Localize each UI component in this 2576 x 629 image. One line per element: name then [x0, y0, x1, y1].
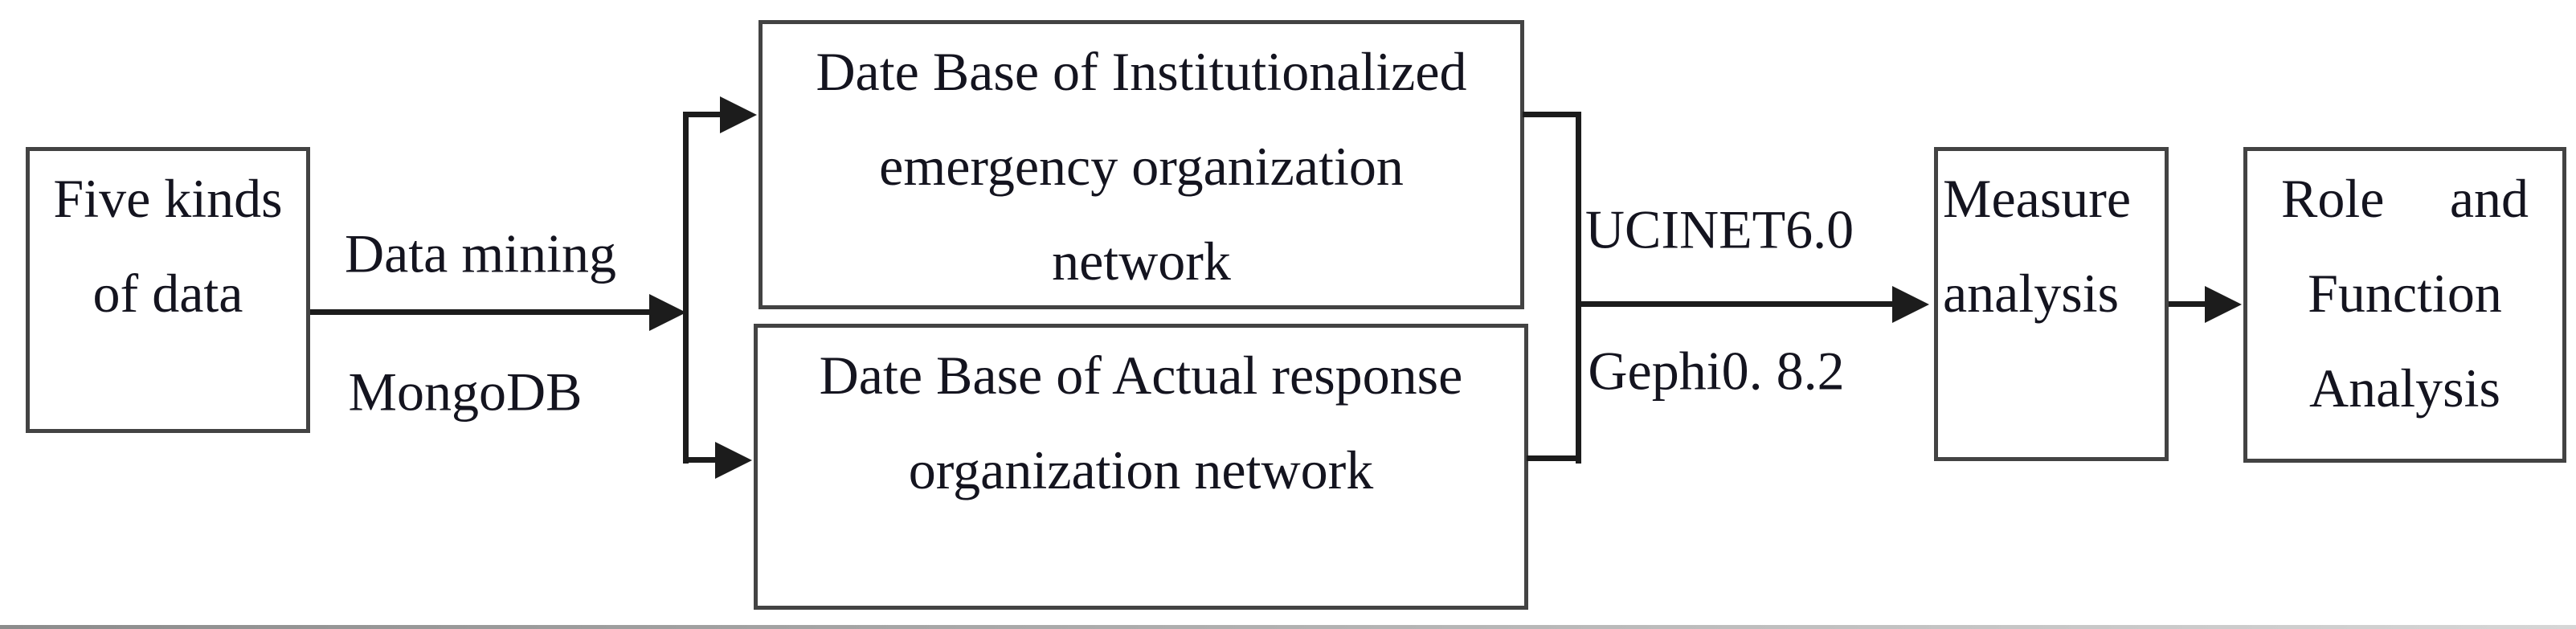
box-text-line: Analysis: [2309, 357, 2500, 419]
box-text-line: of data: [92, 263, 243, 324]
bracket-bottom-connector: [1527, 455, 1581, 461]
box-text-line: analysis: [1943, 263, 2120, 324]
arrow-measure-to-role-line: [2169, 301, 2207, 307]
role-function-analysis-box: Role and Function Analysis: [2243, 147, 2566, 463]
bracket-vertical-line: [1576, 112, 1581, 464]
box-text-word: and: [2449, 168, 2529, 229]
gephi-label: Gephi0. 8.2: [1588, 340, 1845, 402]
box-text-line: Role and: [2247, 151, 2562, 246]
branch-vertical-line: [683, 112, 689, 464]
box-text-line: Function: [2308, 263, 2502, 324]
box-text-line: Date Base of Actual response: [819, 345, 1463, 406]
database-institutionalized-box: Date Base of Institutionalized emergency…: [758, 20, 1524, 309]
arrowhead-icon: [649, 294, 686, 331]
measure-analysis-box: Measure analysis: [1934, 147, 2169, 461]
bracket-top-connector: [1523, 112, 1581, 117]
arrowhead-icon: [720, 96, 757, 133]
branch-arrow-bottom-line: [685, 457, 718, 463]
box-text-line: Measure: [1943, 168, 2132, 229]
database-actual-response-box: Date Base of Actual response organizatio…: [754, 324, 1528, 610]
bottom-scan-line: [0, 625, 2576, 629]
ucinet-label: UCINET6.0: [1584, 198, 1854, 260]
branch-arrow-top-line: [685, 112, 722, 117]
arrow-five-kinds-to-branch-line: [310, 309, 651, 315]
arrowhead-icon: [715, 442, 752, 479]
box-text-word: Role: [2281, 168, 2385, 229]
box-text-line: emergency organization: [879, 136, 1404, 197]
arrowhead-icon: [2205, 286, 2242, 323]
box-text-line: network: [1052, 231, 1231, 292]
box-text-line: Date Base of Institutionalized: [816, 41, 1467, 102]
arrowhead-icon: [1892, 286, 1929, 323]
box-text-line: Five kinds: [53, 168, 283, 229]
five-kinds-of-data-box: Five kinds of data: [26, 147, 310, 433]
arrow-bracket-to-measure-line: [1579, 301, 1894, 307]
box-text-line: organization network: [908, 439, 1374, 500]
data-mining-label: Data mining: [344, 223, 617, 284]
mongodb-label: MongoDB: [348, 361, 583, 423]
